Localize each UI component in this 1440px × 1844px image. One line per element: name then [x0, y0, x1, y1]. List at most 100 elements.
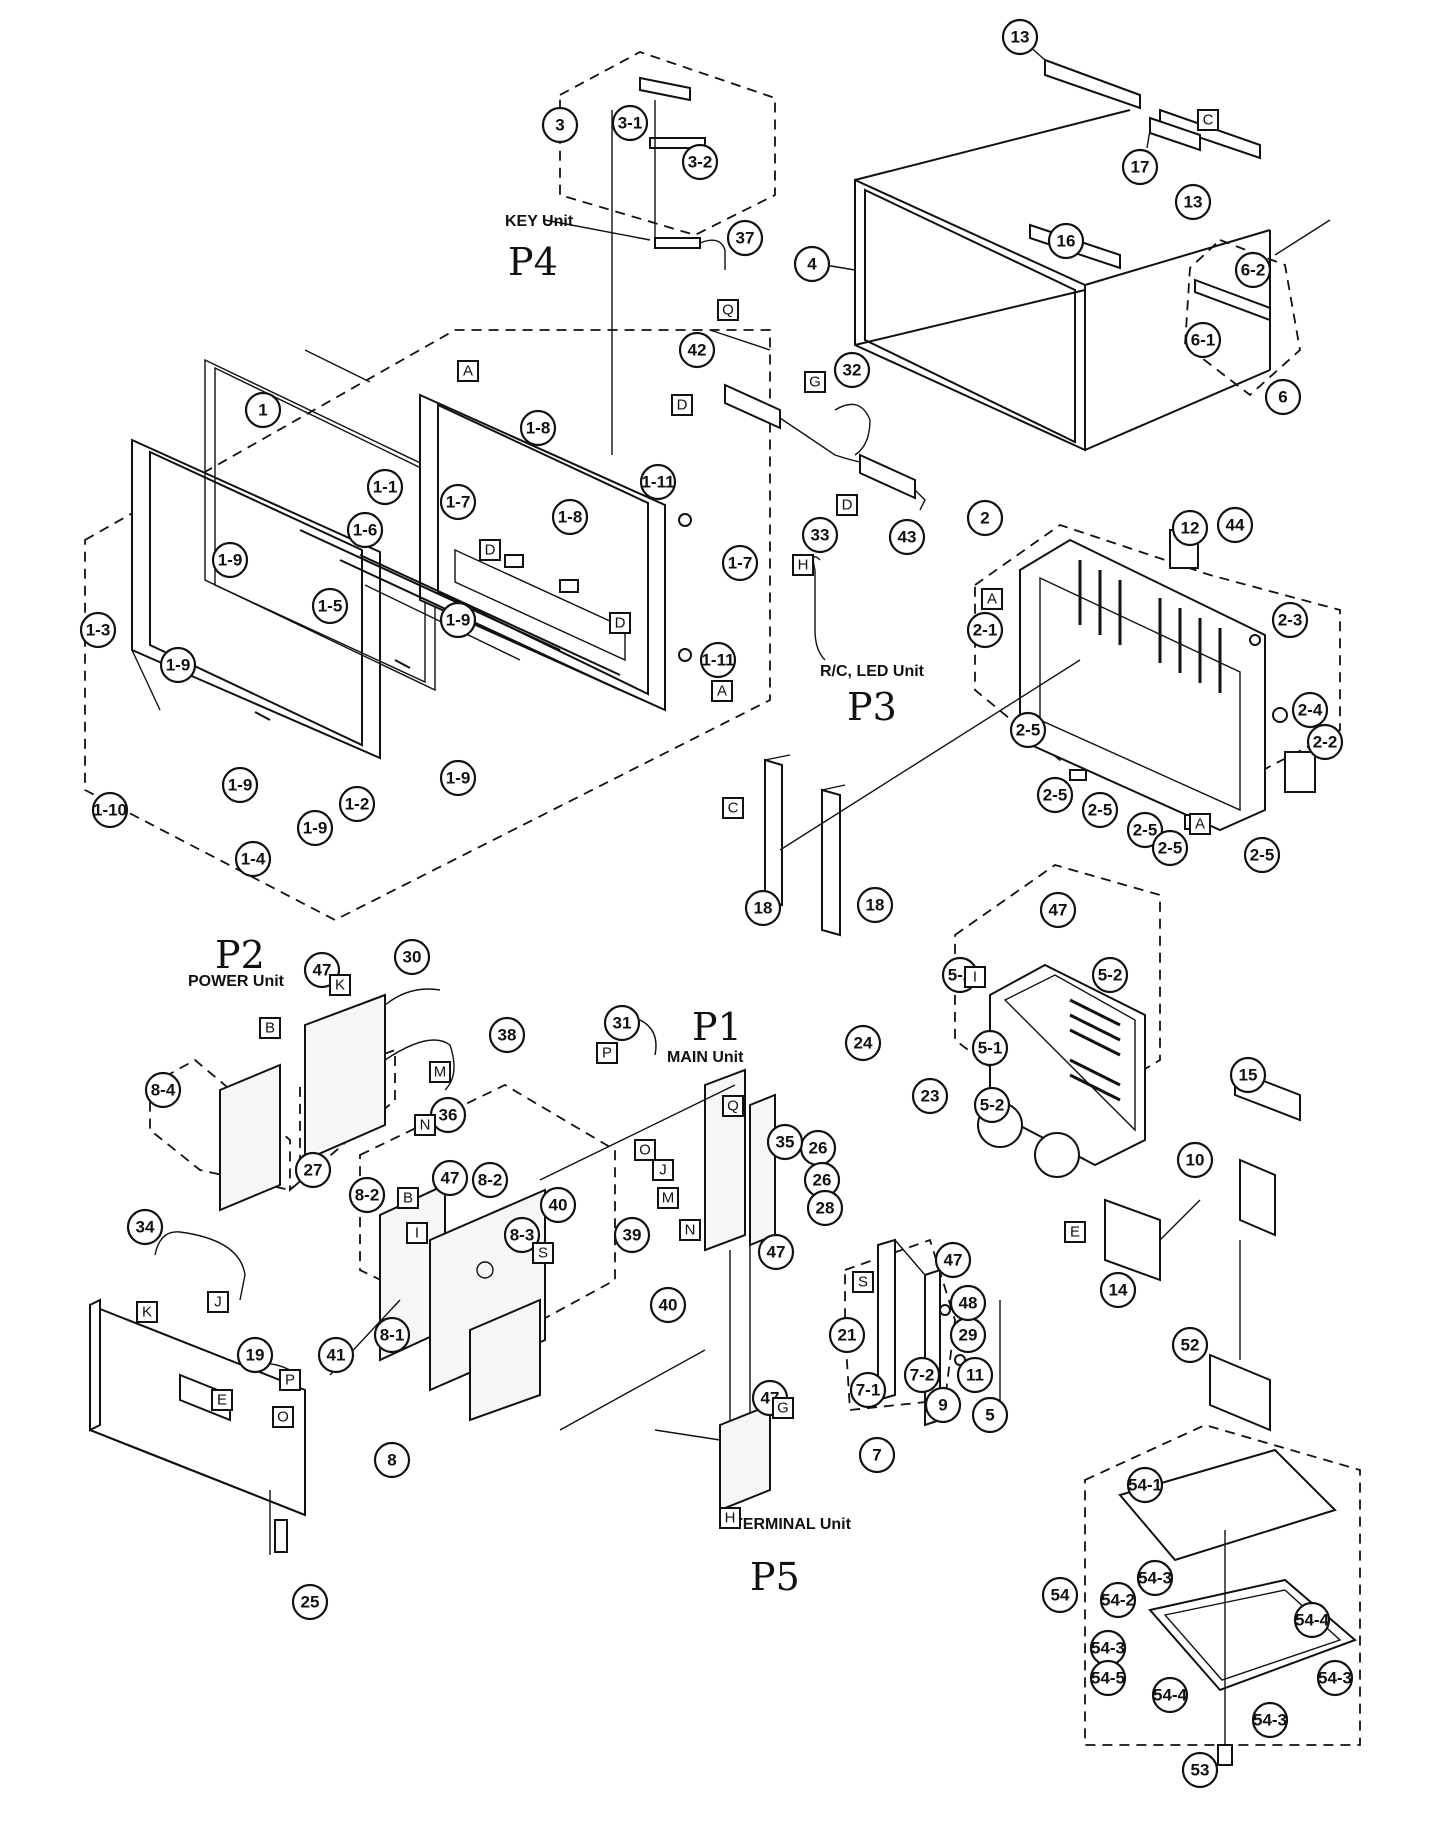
key-unit	[611, 76, 726, 455]
svg-text:N: N	[420, 1117, 431, 1134]
handwritten-p5: P5	[750, 1555, 800, 1599]
main-shield-5	[977, 963, 1146, 1178]
svg-text:47: 47	[1049, 901, 1068, 920]
svg-text:1-6: 1-6	[353, 521, 378, 540]
callout: 39	[613, 1216, 651, 1254]
callout: 2-5	[1081, 791, 1119, 829]
board-8	[379, 1183, 546, 1422]
callout: 1-6	[346, 511, 384, 549]
connector-box: Q	[717, 299, 739, 321]
svg-text:19: 19	[246, 1346, 265, 1365]
callout: 43	[888, 518, 926, 556]
callout: 23	[911, 1077, 949, 1115]
svg-text:C: C	[1203, 112, 1214, 129]
callout: 33	[801, 516, 839, 554]
connector-box: A	[711, 680, 733, 702]
svg-text:1-9: 1-9	[218, 551, 243, 570]
callout: 4	[793, 245, 831, 283]
svg-text:54: 54	[1051, 1586, 1070, 1605]
svg-text:2-2: 2-2	[1313, 733, 1338, 752]
svg-text:39: 39	[623, 1226, 642, 1245]
callout: 34	[126, 1208, 164, 1246]
svg-text:H: H	[798, 557, 809, 574]
svg-text:6-2: 6-2	[1241, 261, 1266, 280]
svg-text:8: 8	[387, 1451, 396, 1470]
svg-text:5-1: 5-1	[978, 1039, 1003, 1058]
callout: 44	[1216, 506, 1254, 544]
svg-text:38: 38	[498, 1026, 517, 1045]
svg-text:B: B	[403, 1190, 413, 1207]
callout: 54-4	[1293, 1601, 1331, 1639]
main-unit-pcb	[639, 1019, 776, 1435]
svg-text:7: 7	[872, 1446, 881, 1465]
svg-text:B: B	[265, 1020, 275, 1037]
svg-text:54-3: 54-3	[1138, 1569, 1172, 1588]
callout: 54-3	[1316, 1659, 1354, 1697]
svg-text:1: 1	[258, 401, 267, 420]
callout: 37	[726, 219, 764, 257]
svg-text:31: 31	[613, 1014, 632, 1033]
callout: 1-9	[439, 601, 477, 639]
callout: 1-3	[79, 611, 117, 649]
svg-text:52: 52	[1181, 1336, 1200, 1355]
callout: 47	[1039, 891, 1077, 929]
rear-cabinet-frame	[854, 58, 1271, 452]
callout: 54	[1041, 1576, 1079, 1614]
terminal-unit-label: TERMINAL Unit	[733, 1516, 852, 1533]
svg-text:8-4: 8-4	[151, 1081, 176, 1100]
leader-lines	[131, 37, 1331, 1431]
callout: 1-9	[221, 766, 259, 804]
svg-text:47: 47	[313, 961, 332, 980]
handwritten-p1: P1	[692, 1005, 742, 1049]
svg-text:8-2: 8-2	[478, 1171, 503, 1190]
svg-text:13: 13	[1184, 193, 1203, 212]
callout: 1-9	[439, 759, 477, 797]
svg-text:E: E	[1070, 1224, 1080, 1241]
svg-text:54-3: 54-3	[1318, 1669, 1352, 1688]
connector-box: P	[596, 1042, 618, 1064]
svg-text:5: 5	[985, 1406, 994, 1425]
callout: 52	[1171, 1326, 1209, 1364]
svg-text:43: 43	[898, 528, 917, 547]
svg-text:2-5: 2-5	[1043, 786, 1068, 805]
svg-text:D: D	[677, 397, 688, 414]
svg-text:17: 17	[1131, 158, 1150, 177]
callout: 3-2	[681, 143, 719, 181]
callout: 31	[603, 1004, 641, 1042]
svg-text:48: 48	[959, 1294, 978, 1313]
callout: 54-5	[1089, 1659, 1127, 1697]
svg-text:54-4: 54-4	[1295, 1611, 1330, 1630]
svg-text:5-2: 5-2	[1098, 966, 1123, 985]
connector-box: D	[836, 494, 858, 516]
svg-text:G: G	[777, 1400, 789, 1417]
connector-box: D	[479, 539, 501, 561]
callout: 7-1	[849, 1371, 887, 1409]
callout: 25	[291, 1583, 329, 1621]
svg-text:16: 16	[1057, 232, 1076, 251]
svg-text:8-3: 8-3	[510, 1226, 535, 1245]
callout: 42	[678, 331, 716, 369]
callout: 18	[744, 889, 782, 927]
svg-text:2-1: 2-1	[973, 621, 998, 640]
svg-text:37: 37	[736, 229, 755, 248]
connector-box: E	[211, 1389, 233, 1411]
svg-text:4: 4	[807, 255, 817, 274]
callout: 15	[1229, 1056, 1267, 1094]
callout: 26	[799, 1129, 837, 1167]
callout: 11	[956, 1356, 994, 1394]
svg-text:33: 33	[811, 526, 830, 545]
svg-text:I: I	[973, 969, 977, 986]
svg-text:K: K	[335, 977, 345, 994]
connector-box: B	[397, 1187, 419, 1209]
callout: 47	[431, 1159, 469, 1197]
callout: 38	[488, 1016, 526, 1054]
svg-text:3: 3	[555, 116, 564, 135]
svg-text:2: 2	[980, 509, 989, 528]
svg-text:3-1: 3-1	[618, 114, 643, 133]
callout: 2-5	[1009, 711, 1047, 749]
terminal-unit-pcb	[654, 1403, 771, 1512]
callout: 3-1	[611, 104, 649, 142]
callout: 1-8	[551, 498, 589, 536]
callout: 47	[757, 1233, 795, 1271]
svg-text:32: 32	[843, 361, 862, 380]
